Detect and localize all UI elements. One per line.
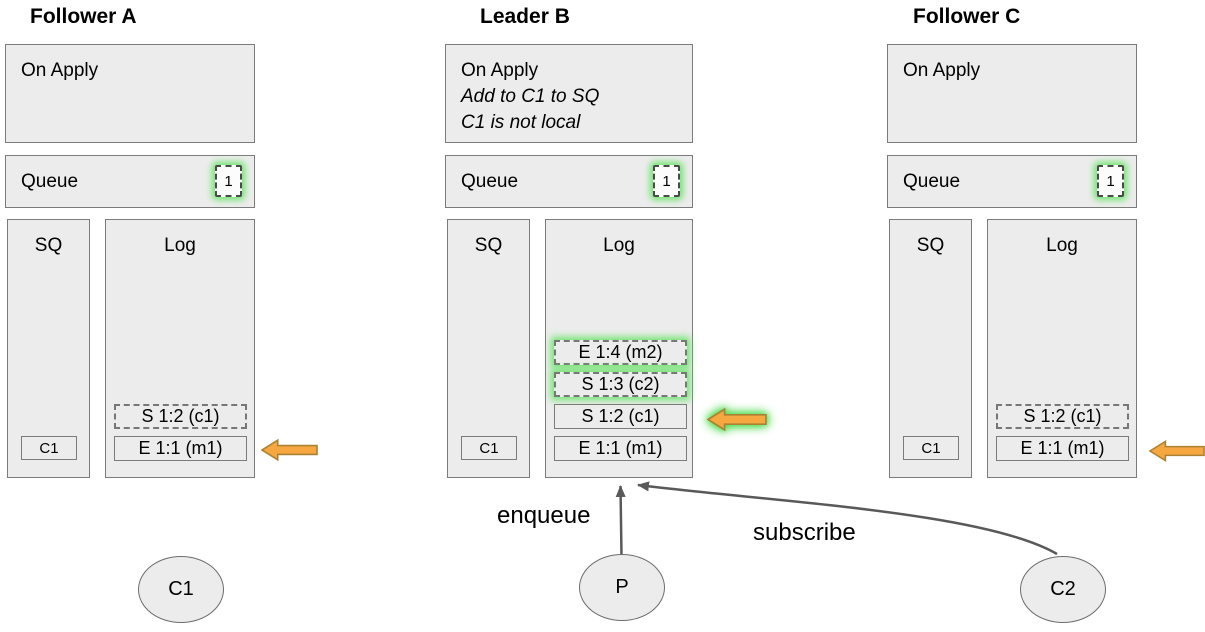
log-entry: E 1:1 (m1) bbox=[996, 436, 1129, 461]
sq-slot-c1: C1 bbox=[21, 436, 77, 460]
sq-box: SQ C1 bbox=[447, 219, 530, 478]
on-apply-box: On Apply Add to C1 to SQ C1 is not local bbox=[445, 44, 693, 143]
actor-circle-c1: C1 bbox=[138, 556, 224, 623]
log-entry: E 1:4 (m2) bbox=[554, 340, 687, 365]
enqueue-arrow-line bbox=[615, 485, 626, 557]
queue-count-badge: 1 bbox=[653, 165, 680, 197]
on-apply-box: On Apply bbox=[887, 44, 1137, 143]
log-entry: S 1:2 (c1) bbox=[114, 404, 247, 429]
log-entry: S 1:2 (c1) bbox=[996, 404, 1129, 429]
sq-label: SQ bbox=[474, 235, 503, 256]
actor-circle-c2: C2 bbox=[1020, 556, 1106, 623]
queue-box: Queue 1 bbox=[445, 155, 693, 208]
actor-circle-p: P bbox=[579, 554, 665, 621]
log-box: Log S 1:2 (c1) E 1:1 (m1) bbox=[987, 219, 1137, 478]
on-apply-label: On Apply bbox=[21, 60, 99, 81]
node-follower-a: Follower A On Apply Queue 1 SQ C1 Log S … bbox=[5, 0, 255, 482]
sq-slot-c1: C1 bbox=[903, 436, 959, 460]
log-entry: E 1:1 (m1) bbox=[554, 436, 687, 461]
queue-label: Queue bbox=[21, 170, 79, 192]
edge-label-subscribe: subscribe bbox=[753, 519, 856, 546]
node-leader-b: Leader B On Apply Add to C1 to SQ C1 is … bbox=[445, 0, 693, 482]
node-title: Leader B bbox=[480, 5, 570, 28]
sq-slot-c1: C1 bbox=[461, 436, 517, 460]
on-apply-note: C1 is not local bbox=[461, 112, 581, 133]
log-entry: S 1:3 (c2) bbox=[554, 372, 687, 397]
log-pointer-arrow-icon bbox=[261, 438, 318, 462]
node-follower-c: Follower C On Apply Queue 1 SQ C1 Log S … bbox=[887, 0, 1137, 482]
sq-box: SQ C1 bbox=[7, 219, 90, 478]
on-apply-label: On Apply bbox=[461, 60, 539, 81]
on-apply-box: On Apply bbox=[5, 44, 255, 143]
queue-box: Queue 1 bbox=[887, 155, 1137, 208]
on-apply-label: On Apply bbox=[903, 60, 981, 81]
log-pointer-arrow-icon bbox=[707, 407, 767, 432]
log-label: Log bbox=[1046, 235, 1078, 256]
sq-label: SQ bbox=[34, 235, 63, 256]
node-title: Follower A bbox=[30, 5, 137, 28]
queue-count-badge: 1 bbox=[1097, 165, 1124, 197]
log-box: Log S 1:2 (c1) E 1:1 (m1) bbox=[105, 219, 255, 478]
sq-label: SQ bbox=[916, 235, 945, 256]
log-label: Log bbox=[603, 235, 635, 256]
log-pointer-arrow-icon bbox=[1149, 439, 1205, 463]
node-title: Follower C bbox=[913, 5, 1021, 28]
log-entry: E 1:1 (m1) bbox=[114, 436, 247, 461]
log-box: Log E 1:4 (m2) S 1:3 (c2) S 1:2 (c1) E 1… bbox=[545, 219, 693, 478]
on-apply-note: Add to C1 to SQ bbox=[461, 86, 600, 107]
log-entry: S 1:2 (c1) bbox=[554, 404, 687, 429]
edge-label-enqueue: enqueue bbox=[497, 502, 591, 529]
sq-box: SQ C1 bbox=[889, 219, 972, 478]
queue-count-badge: 1 bbox=[215, 165, 242, 197]
queue-label: Queue bbox=[903, 170, 961, 192]
log-label: Log bbox=[164, 235, 196, 256]
queue-label: Queue bbox=[461, 170, 519, 192]
queue-box: Queue 1 bbox=[5, 155, 255, 208]
